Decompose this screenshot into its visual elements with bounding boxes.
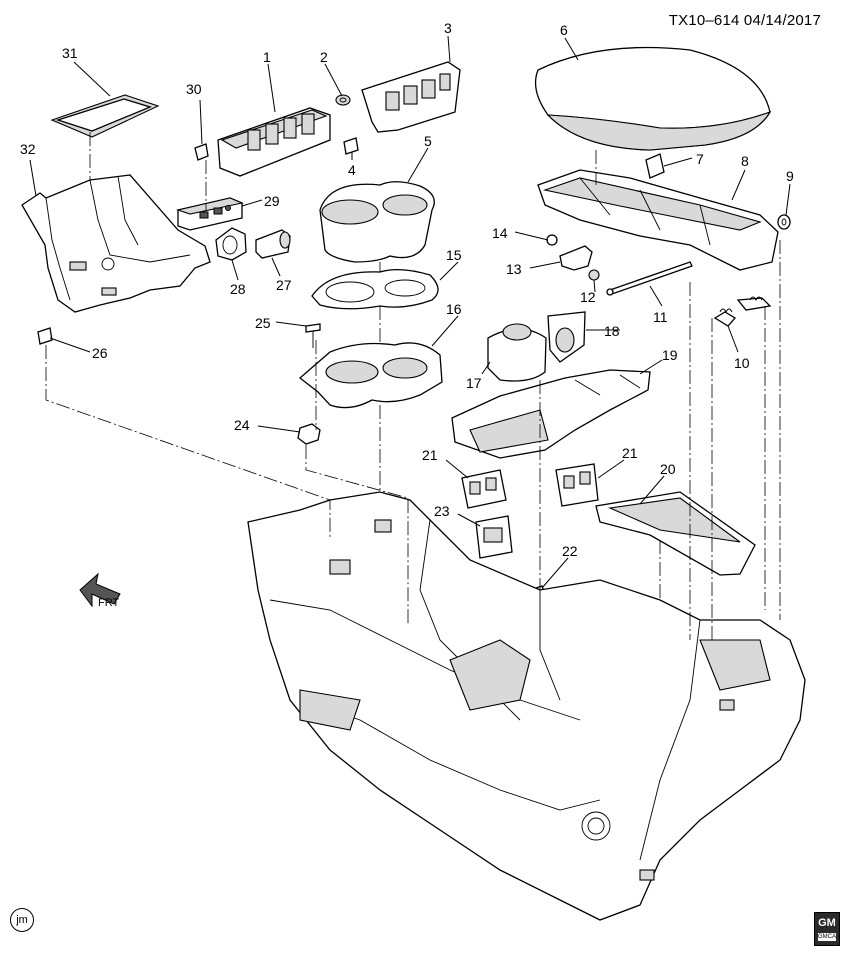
diagram-reference: TX10–614	[668, 12, 740, 29]
leader-lines	[29, 35, 791, 589]
callout-2: 2	[320, 49, 328, 65]
part-7-latch	[645, 153, 665, 179]
part-29-usb-module	[175, 197, 244, 231]
callout-10: 10	[734, 355, 750, 371]
part-27-power-outlet	[255, 229, 291, 259]
part-9-washer	[777, 214, 791, 230]
part-8-armrest-base	[537, 169, 779, 271]
alignment-lines	[45, 132, 781, 640]
callout-21-left: 21	[422, 447, 438, 463]
part-14-bolt	[546, 234, 558, 246]
callout-22: 22	[562, 543, 578, 559]
part-20-storage-bin	[595, 491, 756, 576]
callout-24: 24	[234, 417, 250, 433]
part-10-hinge-springs	[713, 296, 772, 327]
callout-32: 32	[20, 141, 36, 157]
part-30-clip	[194, 143, 209, 161]
callout-15: 15	[446, 247, 462, 263]
callout-12: 12	[580, 289, 596, 305]
front-label: FRT	[98, 597, 119, 609]
part-12-screw	[588, 269, 600, 281]
callout-28: 28	[230, 281, 246, 297]
callout-11: 11	[653, 309, 668, 325]
jm-badge: jm	[10, 908, 34, 932]
part-13-hinge-bracket	[559, 245, 593, 271]
callout-7: 7	[696, 151, 704, 167]
callout-13: 13	[506, 261, 522, 277]
part-5-cup-holder-insert	[319, 181, 435, 263]
callout-21-right: 21	[622, 445, 638, 461]
gmca-logo-text: GMCA	[818, 933, 836, 941]
callout-31: 31	[62, 45, 78, 61]
part-28-outlet-bezel	[215, 227, 247, 261]
part-19-shifter-trim	[451, 369, 651, 459]
callout-labels: 1 2 3 4 5 6 7 8 9 10 11 12 13 14 15 16 1…	[20, 20, 794, 559]
part-25-screw	[305, 323, 321, 348]
front-direction-arrow: FRT	[79, 572, 121, 609]
part-26-fastener	[37, 327, 53, 345]
part-18-cover	[547, 311, 586, 363]
callout-8: 8	[741, 153, 749, 169]
callout-1: 1	[263, 49, 271, 65]
part-17-shift-module	[487, 323, 547, 382]
callout-16: 16	[446, 301, 462, 317]
callout-23: 23	[434, 503, 450, 519]
part-24-nut	[297, 423, 321, 445]
part-2-screw	[335, 94, 351, 106]
part-21-switch-left	[461, 469, 507, 509]
callout-20: 20	[660, 461, 676, 477]
part-1-switch-assembly	[217, 107, 331, 177]
part-3-switch-bezel	[361, 61, 461, 133]
part-4-clip	[343, 137, 359, 155]
callout-4: 4	[348, 162, 356, 178]
callout-29: 29	[264, 193, 280, 209]
callout-17: 17	[466, 375, 482, 391]
callout-25: 25	[255, 315, 271, 331]
part-32-front-console-trim	[21, 174, 211, 313]
part-11-hinge-pin	[606, 261, 693, 296]
part-16-cup-holder-base	[298, 342, 443, 409]
callout-27: 27	[276, 277, 292, 293]
part-31-tray-mat	[50, 94, 160, 138]
part-23-switch	[475, 515, 513, 559]
diagram-date: 04/14/2017	[743, 12, 821, 29]
callout-30: 30	[186, 81, 202, 97]
diagram-reference-header: TX10–614 04/14/2017	[669, 12, 821, 29]
callout-9: 9	[786, 168, 794, 184]
part-15-cup-holder-ring	[311, 268, 439, 310]
callout-18: 18	[604, 323, 620, 339]
callout-6: 6	[560, 22, 568, 38]
gm-logo: GM GMCA	[814, 912, 840, 946]
callout-5: 5	[424, 133, 432, 149]
center-console-body	[247, 491, 806, 921]
callout-3: 3	[444, 20, 452, 36]
part-6-armrest-lid	[534, 46, 772, 151]
callout-14: 14	[492, 225, 508, 241]
part-21-switch-right	[555, 463, 599, 507]
callout-19: 19	[662, 347, 678, 363]
callout-26: 26	[92, 345, 108, 361]
gm-logo-text: GM	[818, 917, 836, 929]
